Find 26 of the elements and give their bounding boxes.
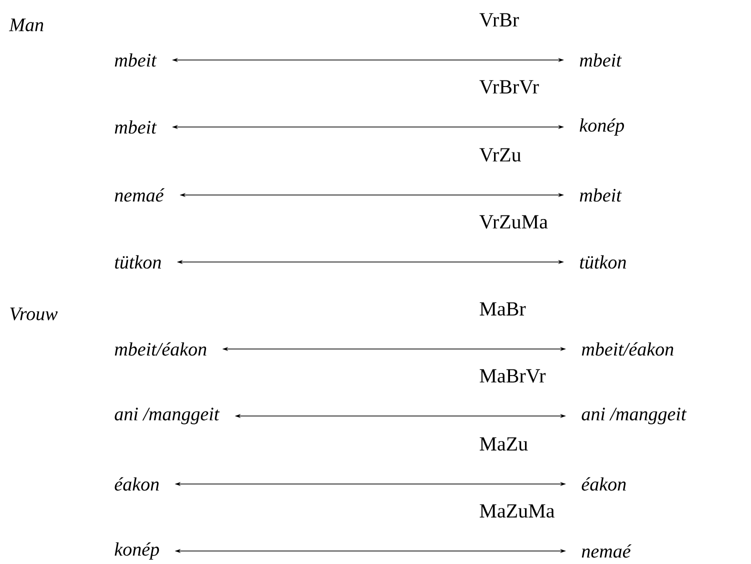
word: tütkon [580, 255, 626, 269]
edge-label: VrZu [479, 148, 521, 162]
word: ani /manggeit [582, 408, 687, 424]
word: konép [580, 118, 624, 136]
word: mbeit [580, 188, 622, 202]
edge-label: MaZu [480, 437, 528, 451]
edge-label: VrZuMa [479, 215, 548, 229]
edge-label: MaZuMa [480, 504, 554, 518]
word: éakon [582, 477, 626, 491]
section-heading: Vrouw [10, 308, 58, 320]
word: mbeit [580, 53, 622, 67]
word: ani /manggeit [114, 408, 220, 424]
edge-label: VrBr [479, 13, 519, 27]
word: konép [114, 542, 159, 560]
word: tütkon [115, 255, 161, 269]
word: mbeit/éakon [114, 342, 206, 356]
word: nemaé [114, 188, 164, 202]
word: éakon [114, 477, 159, 491]
word: nemaé [582, 544, 632, 558]
word: mbeit [114, 53, 157, 67]
section-heading: Man [8, 18, 44, 32]
word: mbeit [114, 120, 157, 134]
word: mbeit/éakon [582, 342, 674, 356]
edge-label: MaBrVr [480, 369, 546, 383]
edge-label: MaBr [480, 302, 526, 316]
edge-label: VrBrVr [479, 80, 539, 94]
